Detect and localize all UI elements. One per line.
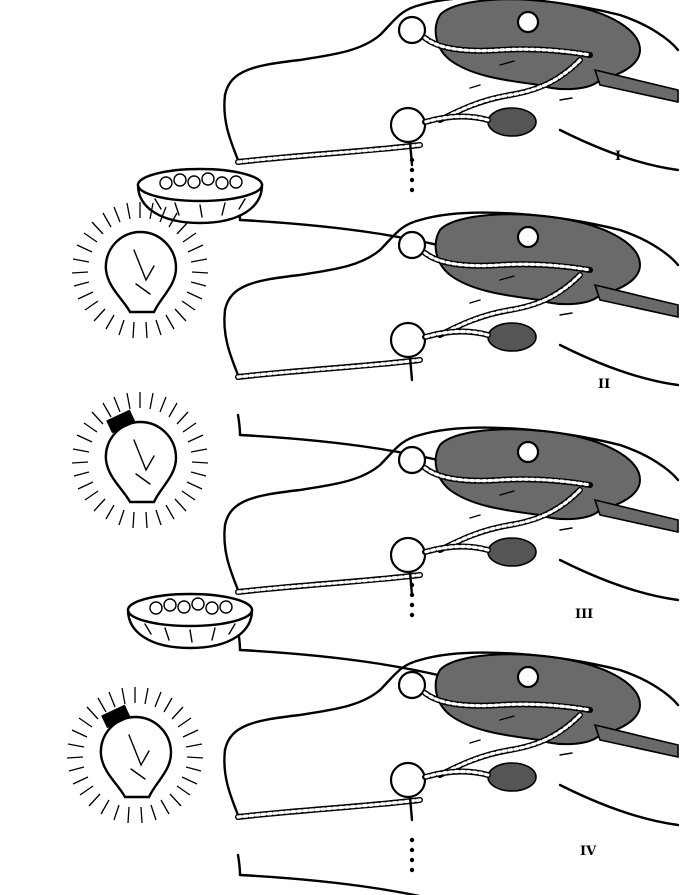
panel-label: II [598, 377, 610, 392]
food-bowl-icon [138, 169, 262, 223]
saliva-drop-icon [410, 838, 414, 872]
food-bowl-icon [128, 594, 252, 648]
panel-label: III [575, 607, 593, 622]
lamp-icon [67, 687, 203, 823]
panel-3: III [72, 392, 678, 695]
lamp-icon [72, 392, 208, 528]
panel-label: I [615, 149, 621, 164]
panel-4: IV [67, 653, 678, 895]
panel-label: IV [580, 844, 597, 859]
dog-head-icon [224, 653, 678, 895]
lamp-icon [72, 202, 208, 338]
